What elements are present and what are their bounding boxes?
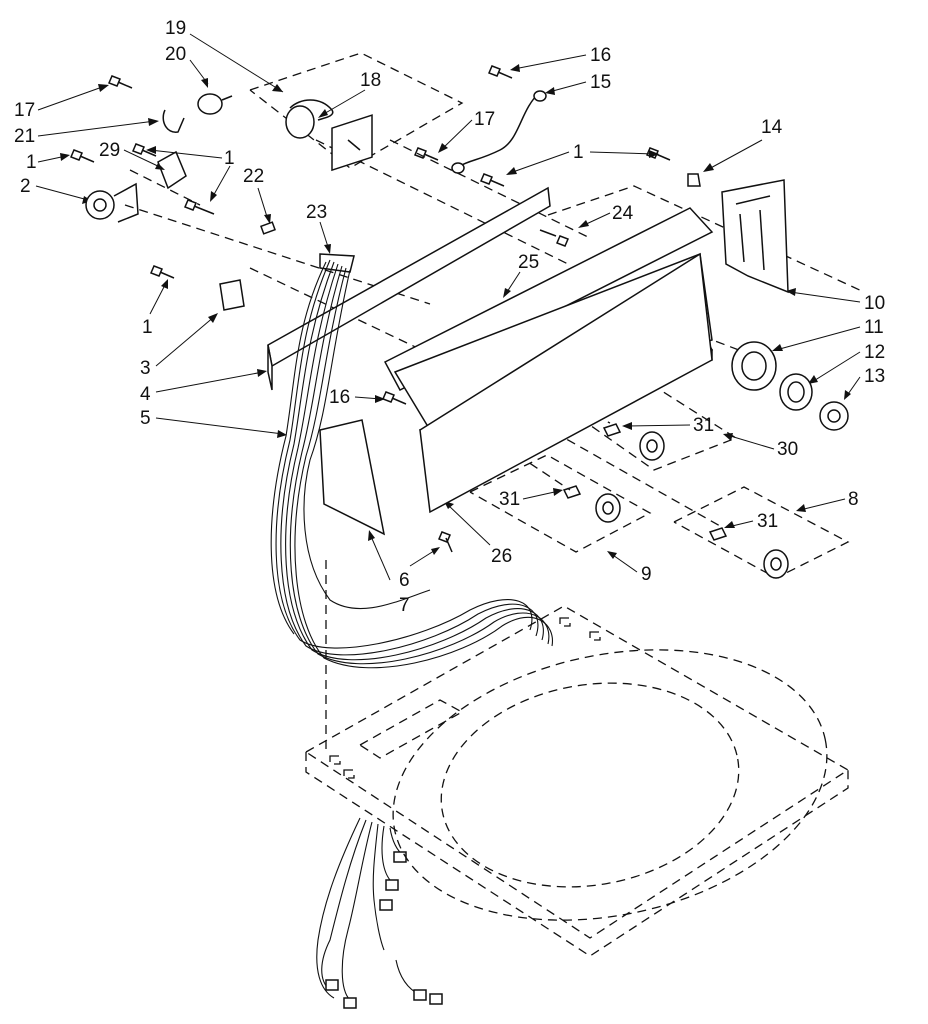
callout-26: 26: [491, 546, 512, 567]
callout-1: 1: [573, 142, 584, 163]
clip-and-wire-parts: [162, 90, 701, 187]
callout-16: 16: [329, 387, 350, 408]
callout-1: 1: [142, 317, 153, 338]
callout-1: 1: [224, 148, 235, 169]
callout-4: 4: [140, 384, 151, 405]
callout-10: 10: [864, 293, 885, 314]
console-cover-part: [383, 207, 714, 514]
callout-3: 3: [140, 358, 151, 379]
callout-13: 13: [864, 366, 885, 387]
callout-labels: 19 20 18 17 21 1 29 1 2 22 23 16 15 17 1…: [14, 18, 885, 616]
callout-15: 15: [590, 72, 611, 93]
callout-30: 30: [777, 439, 798, 460]
control-panel-bracket: [219, 186, 551, 391]
callout-14: 14: [761, 117, 783, 138]
callout-16: 16: [590, 45, 611, 66]
callout-6: 6: [399, 570, 410, 591]
callout-29: 29: [99, 140, 120, 161]
callout-11: 11: [864, 317, 884, 338]
callout-31: 31: [757, 511, 778, 532]
callout-17: 17: [474, 109, 495, 130]
callout-5: 5: [140, 408, 151, 429]
end-cap-part: [721, 179, 789, 294]
callout-22: 22: [243, 166, 264, 187]
wire-harness: [270, 259, 553, 1001]
pressure-switch-part: [85, 150, 187, 223]
console-end-panel: [319, 419, 386, 536]
callout-18: 18: [360, 70, 381, 91]
wire-connectors: [325, 851, 443, 1009]
screw-parts: [70, 65, 671, 553]
callout-25: 25: [518, 252, 539, 273]
callout-31: 31: [499, 489, 520, 510]
callout-23: 23: [306, 202, 327, 223]
callout-17: 17: [14, 100, 35, 121]
callout-12: 12: [864, 342, 885, 363]
callout-21: 21: [14, 126, 35, 147]
callout-8: 8: [848, 489, 859, 510]
callout-2: 2: [20, 176, 31, 197]
callout-7: 7: [399, 595, 410, 616]
callout-24: 24: [612, 203, 634, 224]
callout-19: 19: [165, 18, 186, 39]
callout-1: 1: [26, 152, 37, 173]
callout-20: 20: [165, 44, 186, 65]
knob-parts: [562, 341, 849, 579]
callout-9: 9: [641, 564, 652, 585]
washer-top-panel: [304, 605, 850, 957]
timer-assembly: [285, 99, 373, 172]
